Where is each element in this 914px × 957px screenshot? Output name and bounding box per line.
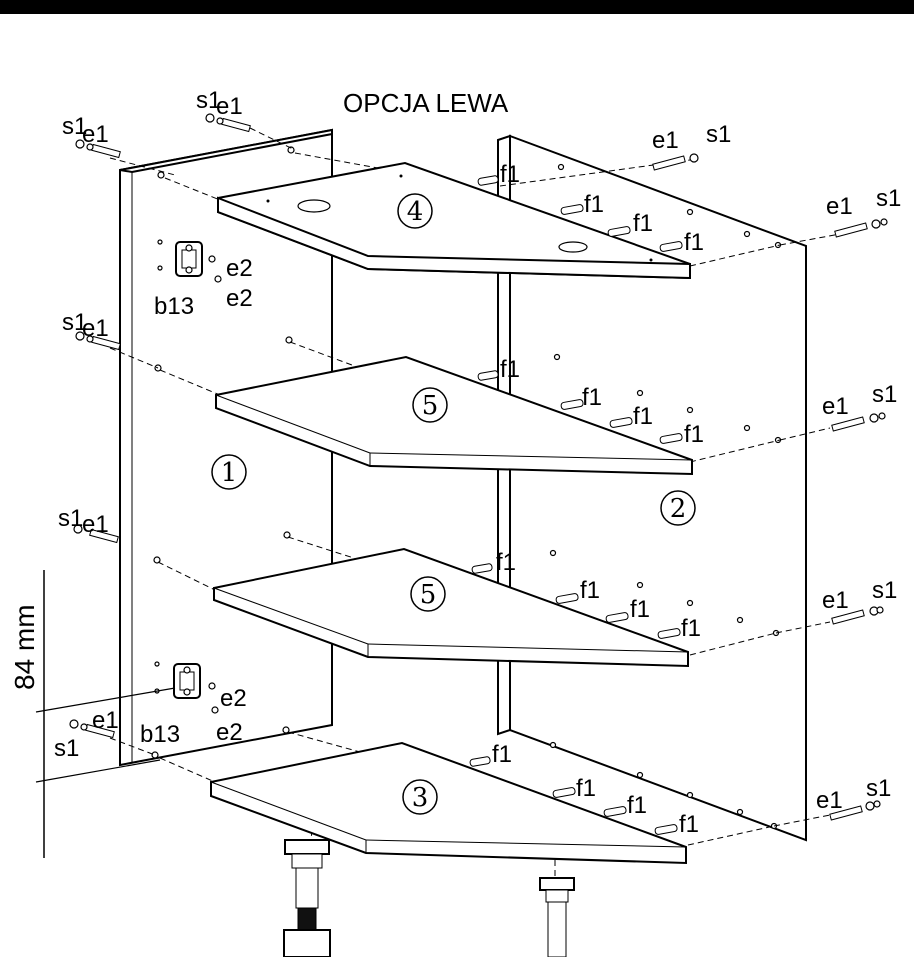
- hardware-labels-right: e1 s1 e1 s1 e1 s1 e1 s1 e1 s1: [652, 121, 901, 814]
- svg-text:5: 5: [420, 580, 437, 610]
- svg-text:5: 5: [422, 391, 439, 421]
- shelf-top: [217, 161, 691, 280]
- header-bar: [0, 0, 914, 14]
- svg-text:4: 4: [407, 197, 424, 227]
- part-number-4: 4: [397, 193, 433, 229]
- svg-text:e1: e1: [82, 511, 109, 538]
- svg-text:e2: e2: [226, 285, 253, 312]
- dowel-icon: [469, 175, 683, 835]
- svg-text:f1: f1: [684, 421, 704, 448]
- leveling-foot-icon: [283, 839, 575, 957]
- svg-text:b13: b13: [140, 721, 180, 748]
- svg-text:f1: f1: [492, 741, 512, 768]
- svg-text:s1: s1: [58, 505, 83, 532]
- svg-text:f1: f1: [633, 210, 653, 237]
- svg-text:e1: e1: [82, 315, 109, 342]
- svg-text:e1: e1: [826, 193, 853, 220]
- part-number-3: 3: [402, 779, 438, 815]
- svg-text:2: 2: [670, 494, 687, 524]
- dimension-annotation: 84 mm: [9, 570, 176, 858]
- svg-text:e2: e2: [216, 719, 243, 746]
- part-number-5-upper: 5: [412, 387, 448, 423]
- svg-text:f1: f1: [681, 615, 701, 642]
- svg-text:f1: f1: [576, 775, 596, 802]
- part-number-5-lower: 5: [410, 576, 446, 612]
- svg-text:e1: e1: [92, 707, 119, 734]
- svg-text:f1: f1: [684, 229, 704, 256]
- svg-text:s1: s1: [196, 87, 221, 114]
- dimension-label: 84 mm: [9, 604, 40, 690]
- svg-text:s1: s1: [54, 735, 79, 762]
- svg-text:e1: e1: [216, 93, 243, 120]
- svg-text:f1: f1: [500, 356, 520, 383]
- svg-text:s1: s1: [866, 775, 891, 802]
- svg-text:e2: e2: [220, 685, 247, 712]
- svg-text:s1: s1: [62, 113, 87, 140]
- svg-text:e1: e1: [822, 587, 849, 614]
- svg-text:f1: f1: [500, 161, 520, 188]
- svg-text:e1: e1: [82, 121, 109, 148]
- hinge-plate-icon: [173, 241, 222, 714]
- diagram-title: OPCJA LEWA: [343, 88, 509, 118]
- svg-text:s1: s1: [876, 185, 901, 212]
- shelf-middle-upper: [215, 355, 693, 476]
- svg-text:b13: b13: [154, 293, 194, 320]
- svg-text:f1: f1: [580, 577, 600, 604]
- shelf-bottom: [210, 741, 687, 865]
- svg-text:3: 3: [412, 783, 429, 813]
- svg-text:s1: s1: [62, 309, 87, 336]
- hinge-labels: e2 e2 b13 e2 e2 b13: [140, 255, 253, 748]
- svg-text:f1: f1: [496, 549, 516, 576]
- screw-icon: [69, 113, 888, 821]
- svg-text:f1: f1: [582, 384, 602, 411]
- svg-text:f1: f1: [633, 403, 653, 430]
- svg-text:e1: e1: [816, 787, 843, 814]
- part-number-1: 1: [211, 454, 247, 490]
- svg-text:1: 1: [221, 458, 238, 488]
- svg-text:f1: f1: [679, 811, 699, 838]
- dowel-labels: f1 f1 f1 f1 f1 f1 f1 f1 f1 f1 f1 f1 f1 f…: [492, 161, 704, 838]
- svg-text:s1: s1: [706, 121, 731, 148]
- svg-text:e2: e2: [226, 255, 253, 282]
- part-number-2: 2: [660, 490, 696, 526]
- svg-text:s1: s1: [872, 381, 897, 408]
- svg-text:e1: e1: [652, 127, 679, 154]
- svg-text:f1: f1: [584, 191, 604, 218]
- svg-text:f1: f1: [630, 596, 650, 623]
- shelf-middle-lower: [213, 547, 689, 668]
- svg-text:e1: e1: [822, 393, 849, 420]
- svg-text:f1: f1: [627, 792, 647, 819]
- svg-text:s1: s1: [872, 577, 897, 604]
